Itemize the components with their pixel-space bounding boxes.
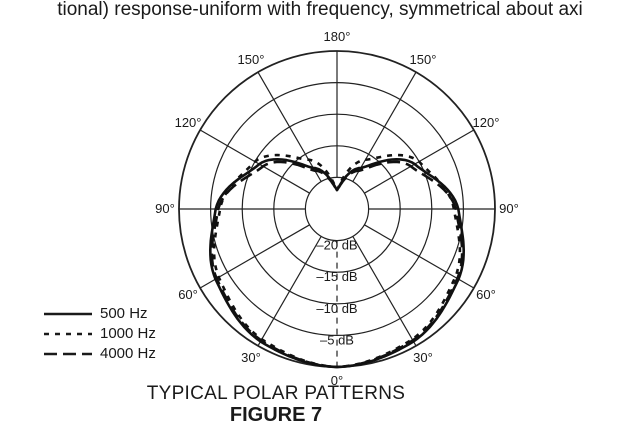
radial-tick-label: –10 dB	[316, 301, 357, 316]
series-curve-2	[212, 153, 462, 369]
angle-tick-label: 150°	[410, 52, 437, 67]
legend-label: 4000 Hz	[100, 345, 156, 362]
angle-tick-label: 180°	[324, 29, 351, 44]
grid-circle	[304, 176, 370, 242]
legend-swatch-dashed	[44, 352, 92, 356]
angle-tick-label: 60°	[476, 287, 496, 302]
series-curve-3	[210, 160, 464, 369]
legend-swatch-solid	[44, 312, 92, 316]
angle-tick-label: 120°	[473, 115, 500, 130]
legend-label: 500 Hz	[100, 305, 148, 322]
grid-spoke	[257, 236, 322, 347]
angle-tick-label: 60°	[178, 287, 198, 302]
legend-item-4000hz: 4000 Hz	[42, 344, 156, 364]
radial-tick-label: –5 dB	[320, 332, 354, 347]
figure-label: FIGURE 7	[229, 404, 323, 426]
legend: 500 Hz 1000 Hz 4000 Hz	[42, 304, 156, 364]
radial-tick-label: –15 dB	[316, 269, 357, 284]
radial-tick-label: –20 dB	[316, 238, 357, 253]
grid-spoke	[352, 71, 417, 182]
chart-title: TYPICAL POLAR PATTERNS	[146, 383, 406, 404]
angle-tick-label: 30°	[241, 350, 261, 365]
legend-label: 1000 Hz	[100, 325, 156, 342]
grid-spoke	[257, 71, 322, 182]
angle-tick-label: 150°	[238, 52, 265, 67]
grid-spoke	[352, 236, 417, 347]
legend-swatch-dotted	[44, 332, 92, 336]
legend-item-1000hz: 1000 Hz	[42, 324, 156, 344]
angle-tick-label: 120°	[175, 115, 202, 130]
legend-item-500hz: 500 Hz	[42, 304, 156, 324]
angle-tick-label: 90°	[499, 201, 519, 216]
header-text: tional) response-uniform with frequency,…	[57, 0, 583, 20]
angle-tick-label: 0°	[331, 373, 343, 388]
angle-tick-label: 90°	[155, 201, 175, 216]
angle-tick-label: 30°	[413, 350, 433, 365]
grid-spoke	[364, 224, 475, 289]
